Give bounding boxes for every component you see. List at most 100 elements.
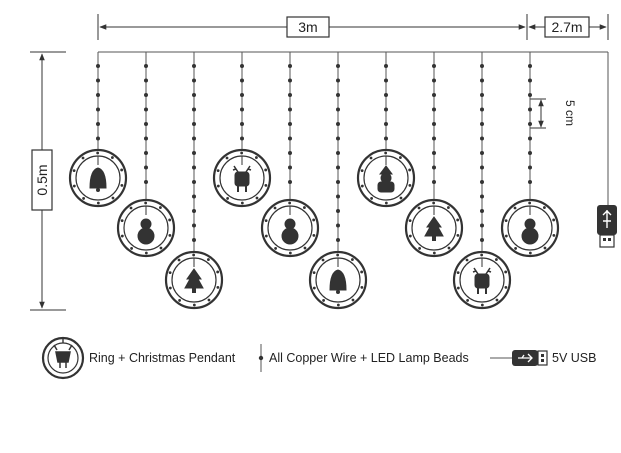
- legend-ring-icon: [41, 336, 85, 380]
- led-bead: [144, 180, 148, 184]
- led-bead: [96, 78, 100, 83]
- light-strand: [308, 52, 368, 310]
- led-bead: [336, 64, 340, 68]
- led-bead: [144, 78, 148, 83]
- led-bead: [528, 107, 532, 112]
- led-bead: [192, 180, 196, 184]
- legend-wire-icon: [258, 344, 264, 372]
- ring-pendant: [212, 148, 272, 208]
- height-label-box: [31, 149, 53, 211]
- led-bead: [480, 151, 484, 155]
- led-bead: [480, 194, 484, 199]
- led-bead: [480, 209, 484, 213]
- led-bead: [336, 93, 340, 97]
- ring-pendant: [68, 148, 128, 208]
- ring-pendant: [260, 198, 320, 258]
- tree-icon: [424, 216, 444, 241]
- led-bead: [192, 136, 196, 141]
- led-bead: [480, 223, 484, 228]
- led-bead: [96, 107, 100, 112]
- led-bead: [480, 238, 484, 242]
- led-bead: [384, 93, 388, 97]
- ring-pendant: [308, 250, 368, 310]
- legend-ring-label: Ring + Christmas Pendant: [89, 351, 236, 365]
- width-label: 3m: [298, 19, 317, 35]
- led-bead: [240, 78, 244, 83]
- led-bead: [192, 165, 196, 170]
- led-bead: [384, 107, 388, 112]
- led-bead: [528, 165, 532, 170]
- santa-icon: [377, 165, 395, 193]
- led-bead: [192, 238, 196, 242]
- led-bead: [240, 136, 244, 141]
- led-bead: [336, 238, 340, 242]
- led-bead: [96, 122, 100, 126]
- led-bead: [432, 107, 436, 112]
- led-bead: [432, 180, 436, 184]
- ring-pendant: [452, 250, 512, 310]
- led-bead: [528, 122, 532, 126]
- led-bead: [96, 136, 100, 141]
- led-bead: [288, 78, 292, 83]
- light-strand: [404, 52, 464, 258]
- snowman-icon: [137, 218, 155, 245]
- led-bead: [144, 107, 148, 112]
- light-strand: [260, 52, 320, 258]
- led-bead: [288, 122, 292, 126]
- reindeer-icon: [472, 267, 492, 294]
- led-bead: [528, 136, 532, 141]
- tree-icon: [184, 268, 204, 293]
- led-bead: [192, 107, 196, 112]
- usb-cable-label-box: [544, 16, 590, 38]
- led-bead: [384, 64, 388, 68]
- led-bead: [288, 136, 292, 141]
- led-bead: [240, 122, 244, 126]
- bell-icon: [329, 269, 347, 294]
- reindeer-icon: [232, 165, 252, 192]
- led-bead: [480, 78, 484, 83]
- led-bead: [144, 136, 148, 141]
- light-strands: [68, 52, 560, 310]
- led-bead: [336, 223, 340, 228]
- light-strand: [452, 52, 512, 310]
- led-bead: [384, 136, 388, 141]
- led-bead: [432, 165, 436, 170]
- led-bead: [192, 78, 196, 83]
- led-bead: [144, 64, 148, 68]
- led-bead: [192, 223, 196, 228]
- led-bead: [336, 180, 340, 184]
- led-bead: [480, 93, 484, 97]
- led-bead: [528, 64, 532, 68]
- ring-pendant: [500, 198, 560, 258]
- ring-pendant: [164, 250, 224, 310]
- led-bead: [288, 93, 292, 97]
- light-strand: [68, 52, 128, 208]
- led-bead: [528, 180, 532, 184]
- bell-icon: [89, 167, 107, 192]
- led-bead: [144, 151, 148, 155]
- led-bead: [192, 122, 196, 126]
- usb-plug-icon: [597, 205, 617, 248]
- led-bead: [432, 64, 436, 68]
- led-bead: [336, 165, 340, 170]
- led-bead: [144, 93, 148, 97]
- led-bead: [336, 122, 340, 126]
- led-bead: [384, 122, 388, 126]
- led-bead: [336, 209, 340, 213]
- led-bead: [144, 122, 148, 126]
- led-bead: [480, 122, 484, 126]
- ring-pendant: [356, 148, 416, 208]
- led-bead: [480, 136, 484, 141]
- led-bead: [336, 107, 340, 112]
- height-label: 0.5m: [34, 164, 50, 195]
- ring-pendant: [116, 198, 176, 258]
- led-bead: [288, 165, 292, 170]
- snowman-icon: [281, 218, 299, 245]
- led-bead: [528, 151, 532, 155]
- led-bead: [192, 194, 196, 199]
- led-bead: [432, 93, 436, 97]
- led-bead: [480, 64, 484, 68]
- light-strand: [356, 52, 416, 208]
- led-bead: [432, 151, 436, 155]
